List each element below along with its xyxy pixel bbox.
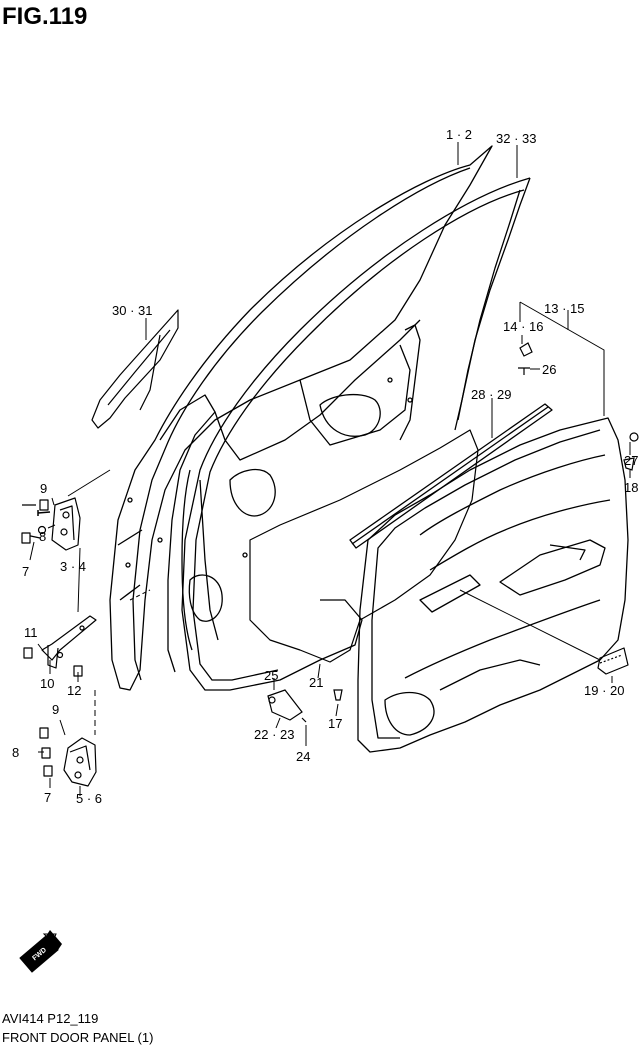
callout-21: 21	[309, 675, 323, 690]
callout-3-4: 3 · 4	[60, 559, 86, 574]
callout-18: 18	[624, 480, 638, 495]
upper-hinge-group	[21, 497, 81, 551]
callout-8-upper: 8	[39, 529, 46, 544]
door-trim-panel	[357, 417, 629, 753]
door-weatherstrip	[181, 177, 531, 691]
callout-1-2: 1 · 2	[446, 127, 472, 142]
callout-27: 27	[624, 453, 638, 468]
callout-17: 17	[328, 716, 342, 731]
handle-cover	[597, 647, 629, 675]
callout-9-lower: 9	[52, 702, 59, 717]
water-screen-sheet	[249, 429, 479, 663]
callout-25: 25	[264, 668, 278, 683]
lower-hinge-group	[39, 727, 97, 787]
callout-24: 24	[296, 749, 310, 764]
callout-11: 11	[24, 625, 38, 640]
callout-8-lower: 8	[12, 745, 19, 760]
callout-7-upper: 7	[22, 564, 29, 579]
callout-13-15: 13 · 15	[544, 301, 584, 316]
figure-title: FIG.119	[2, 3, 88, 30]
figure-caption: FRONT DOOR PANEL (1)	[2, 1030, 154, 1045]
callout-30-31: 30 · 31	[112, 303, 152, 318]
part-callouts: 1 · 2 32 · 33 30 · 31 13 · 15 14 · 16 26…	[12, 127, 638, 806]
callout-14-16: 14 · 16	[503, 319, 543, 334]
callout-5-6: 5 · 6	[76, 791, 102, 806]
forward-direction-arrow-icon: FWD	[19, 930, 62, 973]
callout-28-29: 28 · 29	[471, 387, 511, 402]
door-check-link	[23, 615, 97, 677]
callout-26: 26	[542, 362, 556, 377]
door-frame-assembly	[109, 145, 493, 691]
small-fasteners	[267, 342, 639, 723]
callout-19-20: 19 · 20	[584, 683, 624, 698]
callout-9-upper: 9	[40, 481, 47, 496]
callout-22-23: 22 · 23	[254, 727, 294, 742]
callout-12: 12	[67, 683, 81, 698]
belt-molding	[349, 403, 553, 549]
callout-32-33: 32 · 33	[496, 131, 536, 146]
callout-10: 10	[40, 676, 54, 691]
leader-lines	[29, 142, 631, 796]
window-run-channel	[91, 309, 179, 429]
callout-7-lower: 7	[44, 790, 51, 805]
figure-code: AVI414 P12_119	[2, 1011, 99, 1026]
